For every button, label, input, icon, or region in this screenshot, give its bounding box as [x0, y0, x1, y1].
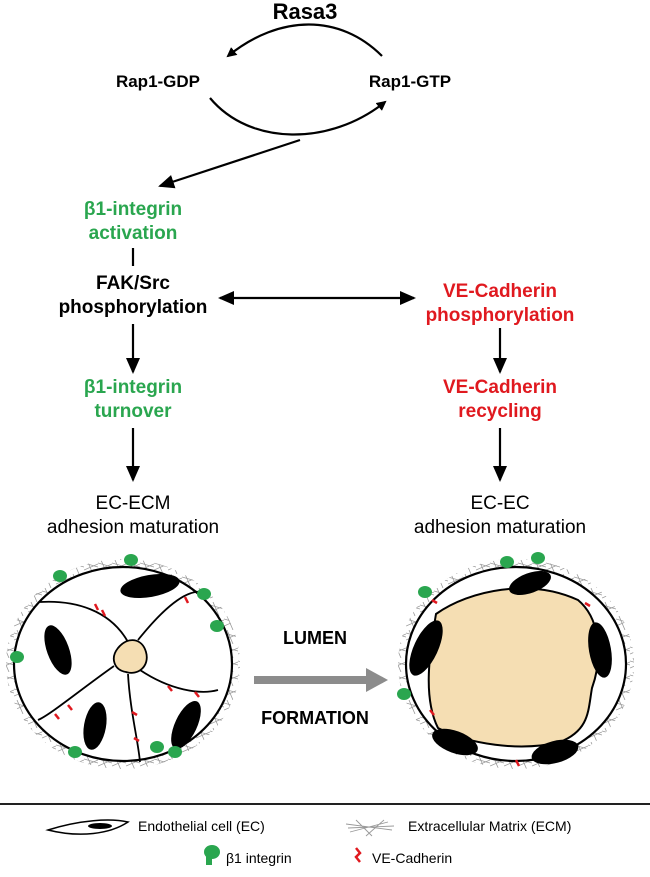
- vessel-before: [6, 554, 240, 769]
- rasa3-label: Rasa3: [272, 0, 338, 24]
- lumen-label: LUMEN: [283, 628, 347, 648]
- ecm-icon: [345, 819, 395, 837]
- legend-vecadherin: VE-Cadherin: [372, 850, 453, 866]
- transition-arrow-head: [366, 668, 388, 692]
- legend-ecm: Extracellular Matrix (ECM): [408, 818, 572, 834]
- arrow-to-integrin: [158, 138, 301, 189]
- rap1-gdp-label: Rap1-GDP: [115, 72, 201, 91]
- endothelial-cell-icon: [45, 819, 130, 835]
- legend-divider: [0, 803, 650, 805]
- cycle-arrow-bottom: [209, 97, 387, 136]
- integrin-icon: [204, 845, 220, 865]
- cycle-arrow-top: [226, 23, 383, 58]
- vessel-after: [397, 552, 634, 769]
- vecadherin-icon: [354, 847, 362, 863]
- legend-endothelial: Endothelial cell (EC): [138, 818, 265, 834]
- rap1-gtp-label: Rap1-GTP: [368, 72, 452, 91]
- formation-label: FORMATION: [261, 708, 369, 728]
- legend-integrin: β1 integrin: [226, 850, 292, 866]
